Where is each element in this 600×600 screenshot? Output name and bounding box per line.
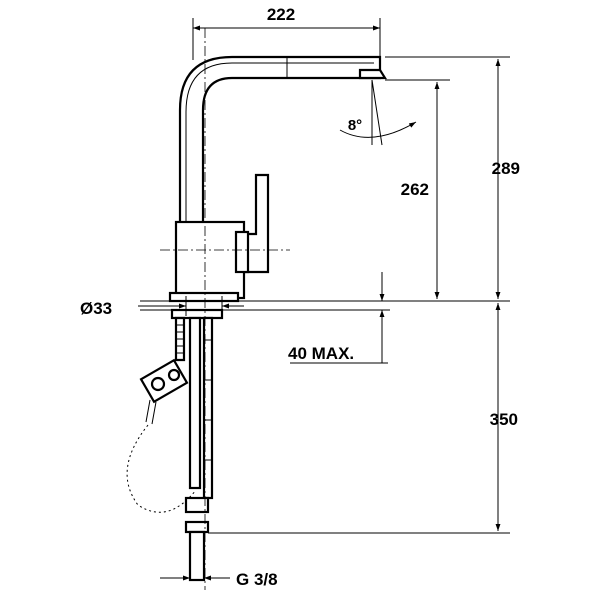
dimension-max-thickness: 40 MAX.	[288, 272, 388, 364]
label-hose-length: 350	[490, 410, 518, 429]
spout-outlet	[358, 68, 387, 80]
dimension-spout-angle: 8°	[339, 79, 417, 146]
label-hole-diameter: Ø33	[80, 299, 112, 318]
faucet-body	[168, 55, 387, 303]
label-connection-thread: G 3/8	[236, 570, 278, 589]
dimension-hole-diameter: Ø33	[80, 296, 244, 318]
dimension-spout-reach: 222	[192, 5, 381, 60]
label-spout-angle: 8°	[348, 117, 362, 134]
spout-arm	[178, 55, 382, 227]
dimension-hose-length: 350	[208, 303, 518, 534]
label-outlet-height: 262	[401, 180, 429, 199]
label-total-height: 289	[492, 159, 520, 178]
label-max-thickness: 40 MAX.	[288, 344, 354, 363]
dimension-outlet-height: 262	[385, 79, 450, 299]
faucet-base	[174, 220, 246, 300]
dimension-connection-thread: G 3/8	[160, 570, 278, 589]
dimension-total-height: 289	[385, 56, 520, 299]
under-counter-assembly	[126, 308, 224, 582]
label-spout-reach: 222	[267, 5, 295, 24]
